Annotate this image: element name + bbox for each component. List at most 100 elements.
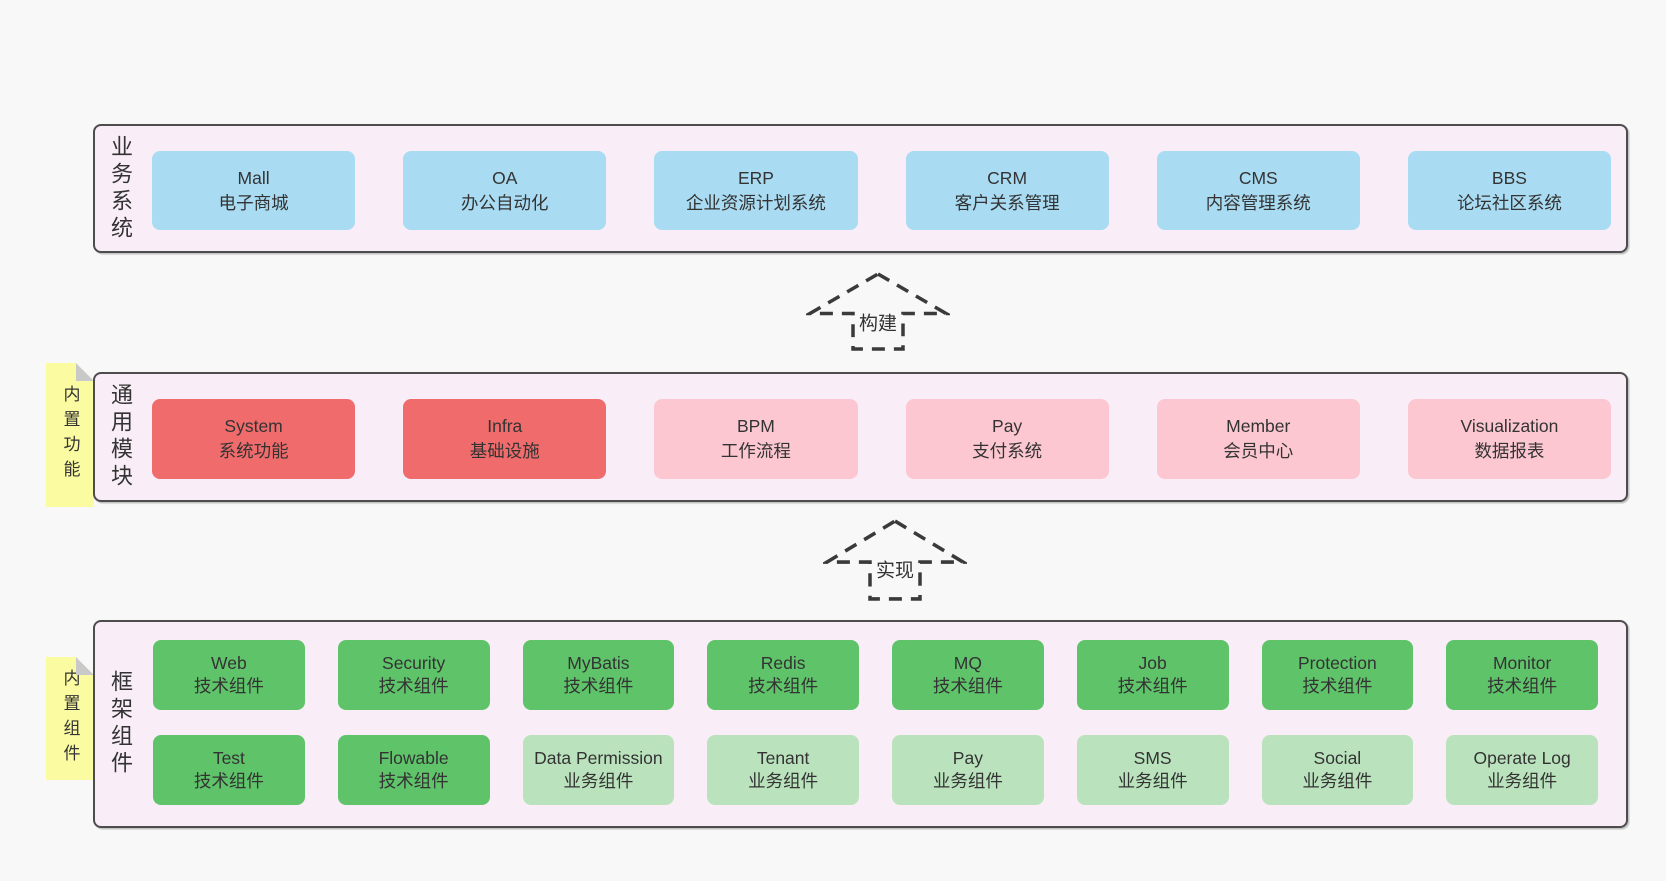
box-pay-component: Pay 业务组件	[892, 735, 1044, 805]
box-mall: Mall 电子商城	[152, 151, 356, 230]
box-title: Data Permission	[534, 747, 663, 768]
box-title: Operate Log	[1473, 747, 1571, 768]
layer-framework-components: 框架组件 Web 技术组件 Security 技术组件 MyBatis 技术组件…	[93, 620, 1628, 828]
arrow-label: 实现	[871, 554, 919, 584]
box-security: Security 技术组件	[337, 640, 490, 710]
dashed-up-arrow-icon	[806, 271, 950, 351]
box-bpm: BPM 工作流程	[654, 399, 858, 479]
box-subtitle: 业务组件	[932, 771, 1003, 791]
box-subtitle: 技术组件	[378, 676, 449, 696]
box-title: ERP	[737, 167, 774, 188]
box-subtitle: 客户关系管理	[954, 192, 1060, 213]
box-social: Social 业务组件	[1261, 735, 1414, 805]
box-title: Test	[212, 747, 245, 768]
box-title: Visualization	[1460, 416, 1559, 437]
box-mybatis: MyBatis 技术组件	[522, 640, 675, 710]
box-title: CRM	[987, 167, 1028, 188]
box-subtitle: 会员中心	[1223, 441, 1294, 461]
box-subtitle: 支付系统	[972, 441, 1043, 461]
box-subtitle: 技术组件	[1302, 676, 1373, 696]
box-subtitle: 技术组件	[563, 676, 634, 696]
sticky-note-label: 内置功能	[60, 385, 80, 485]
box-subtitle: 技术组件	[1117, 676, 1188, 696]
box-crm: CRM 客户关系管理	[905, 151, 1109, 230]
box-member: Member 会员中心	[1156, 399, 1360, 479]
box-title: Tenant	[756, 747, 810, 768]
biz-components-row: Test 技术组件 Flowable 技术组件 Data Permission …	[153, 735, 1598, 805]
box-test: Test 技术组件	[153, 735, 305, 805]
box-title: System	[224, 416, 283, 437]
box-title: Flowable	[378, 747, 449, 768]
box-subtitle: 企业资源计划系统	[685, 192, 826, 213]
box-subtitle: 基础设施	[469, 441, 540, 461]
dashed-up-arrow-icon	[823, 518, 967, 601]
box-title: Pay	[952, 747, 983, 768]
box-subtitle: 电子商城	[218, 192, 289, 213]
arrow-label: 构建	[854, 307, 902, 337]
box-subtitle: 系统功能	[218, 441, 289, 461]
box-redis: Redis 技术组件	[707, 640, 859, 710]
box-infra: Infra 基础设施	[403, 399, 607, 479]
box-title: CMS	[1238, 167, 1278, 188]
box-subtitle: 论坛社区系统	[1456, 192, 1562, 213]
tech-components-row: Web 技术组件 Security 技术组件 MyBatis 技术组件 Redi…	[153, 640, 1598, 710]
box-web: Web 技术组件	[153, 640, 305, 710]
box-sms: SMS 业务组件	[1076, 735, 1229, 805]
box-title: Mall	[237, 167, 270, 188]
layer-label: 通用模块	[108, 383, 133, 491]
box-title: Web	[211, 652, 247, 673]
box-mq: MQ 技术组件	[892, 640, 1044, 710]
box-subtitle: 业务组件	[1487, 771, 1558, 791]
box-subtitle: 业务组件	[563, 771, 634, 791]
framework-components-grid: Web 技术组件 Security 技术组件 MyBatis 技术组件 Redi…	[153, 640, 1598, 805]
sticky-note-built-in-functions: 内置功能	[46, 363, 94, 507]
box-subtitle: 技术组件	[932, 676, 1003, 696]
box-pay-system: Pay 支付系统	[905, 399, 1109, 479]
box-title: Security	[382, 652, 446, 673]
box-erp: ERP 企业资源计划系统	[654, 151, 858, 230]
box-job: Job 技术组件	[1076, 640, 1229, 710]
box-flowable: Flowable 技术组件	[337, 735, 490, 805]
box-subtitle: 办公自动化	[461, 192, 549, 213]
box-subtitle: 工作流程	[720, 441, 791, 461]
box-title: SMS	[1133, 747, 1172, 768]
box-title: Pay	[992, 416, 1023, 437]
layer-business-systems: 业务系统 Mall 电子商城 OA 办公自动化 ERP 企业资源计划系统 CRM…	[93, 124, 1628, 253]
box-subtitle: 技术组件	[748, 676, 819, 696]
box-subtitle: 内容管理系统	[1205, 192, 1311, 213]
box-visualization: Visualization 数据报表	[1407, 399, 1612, 479]
sticky-note-built-in-components: 内置组件	[46, 657, 94, 780]
box-title: Protection	[1297, 652, 1377, 673]
box-system: System 系统功能	[152, 399, 356, 479]
box-subtitle: 技术组件	[1487, 676, 1558, 696]
box-subtitle: 技术组件	[193, 771, 264, 791]
box-data-permission: Data Permission 业务组件	[522, 735, 675, 805]
box-subtitle: 数据报表	[1474, 441, 1545, 461]
build-arrow: 构建	[806, 271, 950, 352]
box-oa: OA 办公自动化	[403, 151, 607, 230]
box-bbs: BBS 论坛社区系统	[1407, 151, 1612, 230]
box-subtitle: 技术组件	[378, 771, 449, 791]
box-title: MyBatis	[567, 652, 630, 673]
box-title: Redis	[760, 652, 806, 673]
box-subtitle: 业务组件	[1117, 771, 1188, 791]
common-modules-row: System 系统功能 Infra 基础设施 BPM 工作流程 Pay 支付系统…	[152, 399, 1612, 479]
layer-label: 业务系统	[108, 134, 133, 243]
box-title: MQ	[953, 652, 982, 673]
box-title: BBS	[1491, 167, 1527, 188]
box-monitor: Monitor 技术组件	[1446, 640, 1598, 710]
box-title: Member	[1226, 416, 1291, 437]
box-subtitle: 业务组件	[1302, 771, 1373, 791]
box-title: OA	[492, 167, 518, 188]
box-title: Monitor	[1492, 652, 1552, 673]
sticky-note-label: 内置组件	[60, 668, 80, 769]
box-subtitle: 技术组件	[193, 676, 264, 696]
layer-common-modules: 通用模块 System 系统功能 Infra 基础设施 BPM 工作流程 Pay…	[93, 372, 1628, 502]
box-operate-log: Operate Log 业务组件	[1446, 735, 1598, 805]
business-systems-row: Mall 电子商城 OA 办公自动化 ERP 企业资源计划系统 CRM 客户关系…	[152, 151, 1612, 230]
layer-label: 框架组件	[108, 670, 133, 778]
box-title: BPM	[736, 416, 775, 437]
box-title: Social	[1313, 747, 1362, 768]
box-title: Infra	[487, 416, 523, 437]
box-tenant: Tenant 业务组件	[707, 735, 859, 805]
